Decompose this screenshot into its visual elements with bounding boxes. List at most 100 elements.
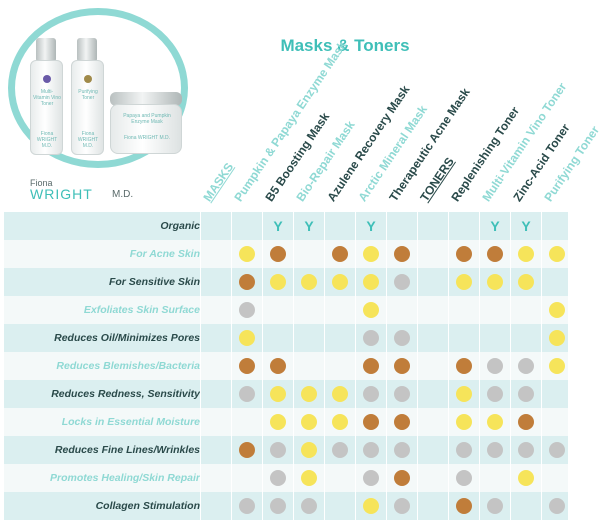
table-cell [355,380,386,408]
yellow-dot [487,414,503,430]
table-cell [510,268,541,296]
table-cell [355,492,386,520]
table-row: Collagen Stimulation [4,492,568,520]
table-cell [510,352,541,380]
bottle-2: Purifying Toner Fiona WRIGHT M.D. [71,60,104,155]
table-cell [293,408,324,436]
table-cell [386,324,417,352]
table-cell [541,408,572,436]
yellow-dot [239,246,255,262]
table-cell [262,352,293,380]
table-cell [386,464,417,492]
table-cell [355,464,386,492]
table-cell [479,240,510,268]
table-cell [541,324,572,352]
bottle-1-emblem [43,75,51,83]
gray-dot [518,386,534,402]
yellow-dot [332,386,348,402]
gray-dot [270,498,286,514]
table-cell [293,464,324,492]
gray-dot [363,470,379,486]
table-cell [386,380,417,408]
table-cell [417,408,448,436]
table-cell [448,408,479,436]
jar-label: Papaya and Pumpkin Enzyme Mask [123,113,171,125]
jar-lid [110,92,182,106]
brown-dot [239,442,255,458]
yellow-dot [270,414,286,430]
gray-dot [394,442,410,458]
table-cell [448,268,479,296]
table-cell [417,212,448,240]
bottle-1-brand: Fiona WRIGHT M.D. [36,131,58,149]
product-image: Multi-Vitamin Vino Toner Fiona WRIGHT M.… [0,0,200,175]
brown-dot [456,498,472,514]
gray-dot [518,442,534,458]
table-cell [200,212,231,240]
brown-dot [332,246,348,262]
brand-suffix: M.D. [112,189,134,200]
table-cell [386,296,417,324]
bottle-cap-1 [36,38,56,62]
table-cell [262,296,293,324]
table-cell [386,268,417,296]
table-cell [324,212,355,240]
table-cell [231,240,262,268]
table-cell: Y [355,212,386,240]
table-cell [262,268,293,296]
table-cell [231,268,262,296]
table-cell [448,492,479,520]
yellow-dot [456,414,472,430]
table-cell [541,436,572,464]
table-cell [417,240,448,268]
table-cell [448,324,479,352]
table-cell [293,436,324,464]
column-header-masks: MASKS [200,160,237,204]
gray-dot [239,302,255,318]
table-cell [200,464,231,492]
yellow-dot [518,246,534,262]
table-cell [448,436,479,464]
table-cell [448,296,479,324]
table-cell [386,240,417,268]
table-cell [479,436,510,464]
table-cell [510,380,541,408]
table-cell [355,268,386,296]
table-cell [200,408,231,436]
table-cell [448,240,479,268]
bottle-2-label: Purifying Toner [78,89,98,101]
jar-brand: Fiona WRIGHT M.D. [123,135,171,141]
row-label: Reduces Oil/Minimizes Pores [54,332,200,344]
row-label: Collagen Stimulation [95,500,200,512]
yellow-dot [456,386,472,402]
table-cell [200,436,231,464]
yellow-dot [332,414,348,430]
table-cell [510,296,541,324]
table-cell [386,492,417,520]
table-row: Reduces Fine Lines/Wrinkles [4,436,568,464]
table-cell [510,408,541,436]
gray-dot [301,498,317,514]
table-cell [448,380,479,408]
table-cell [510,464,541,492]
table-cell [479,492,510,520]
bottle-1-label: Multi-Vitamin Vino Toner [33,89,61,107]
table-cell [293,240,324,268]
table-cell [200,492,231,520]
table-cell [324,492,355,520]
table-cell [417,324,448,352]
table-cell [231,324,262,352]
table-cell [417,352,448,380]
yellow-dot [270,386,286,402]
brand-logo: WRIGHT [30,186,93,202]
row-label: Reduces Fine Lines/Wrinkles [54,444,200,456]
row-label: Reduces Redness, Sensitivity [51,388,200,400]
gray-dot [487,358,503,374]
table-cell: Y [262,212,293,240]
table-cell [262,464,293,492]
table-cell [200,380,231,408]
bottle-1: Multi-Vitamin Vino Toner Fiona WRIGHT M.… [30,60,63,155]
table-cell [324,408,355,436]
table-cell [510,240,541,268]
